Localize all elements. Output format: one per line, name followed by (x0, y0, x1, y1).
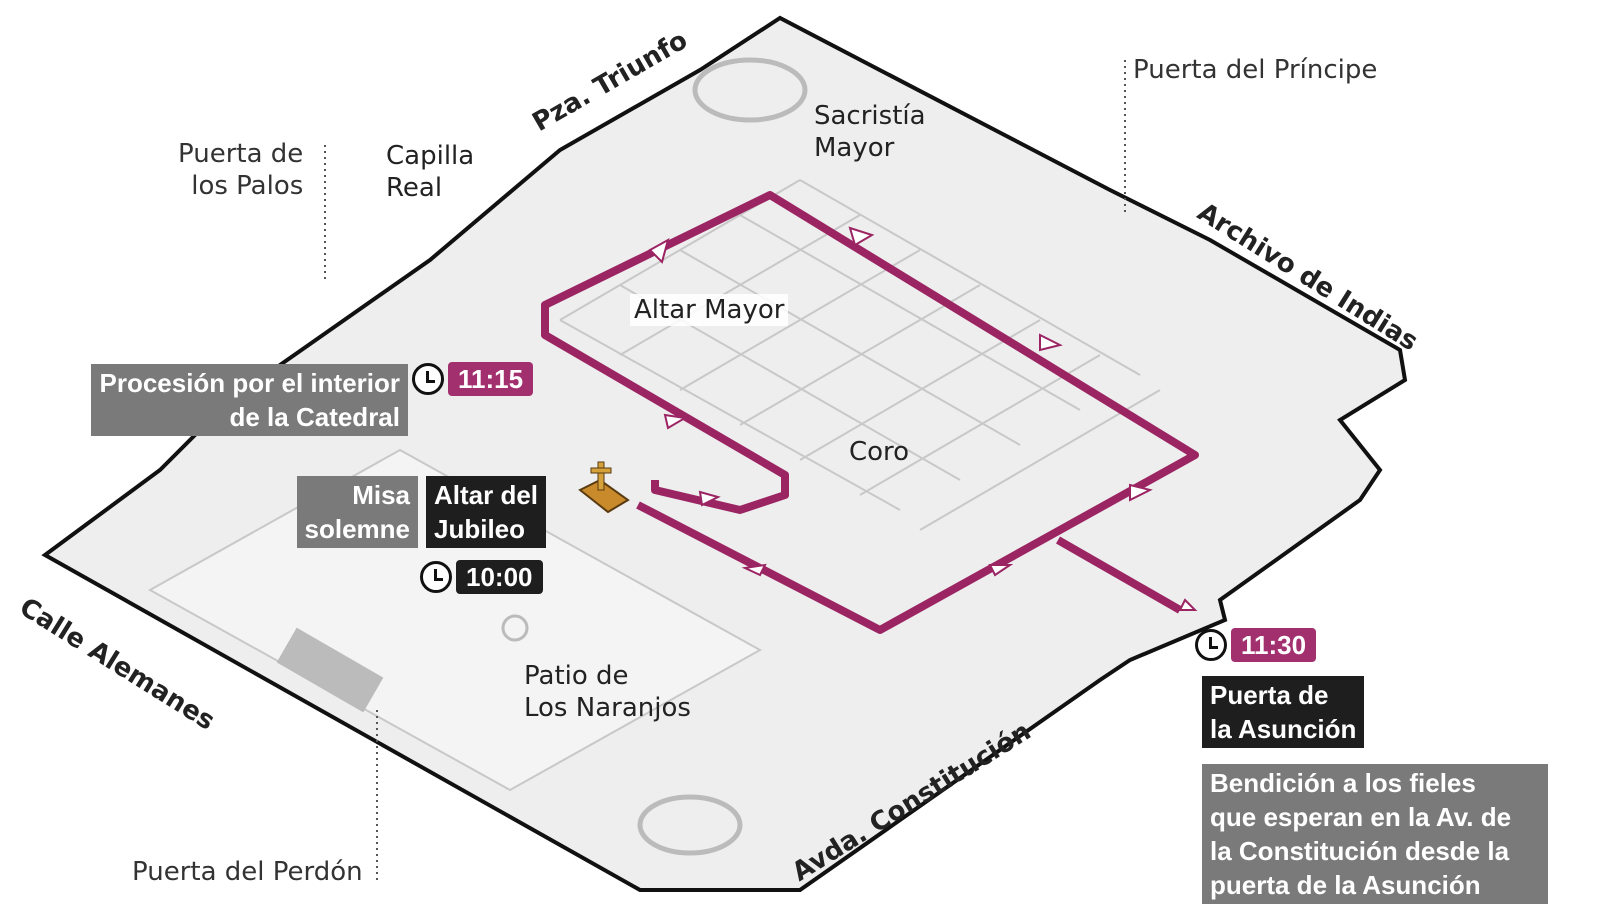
door-puerta-palos: Puerta de los Palos (178, 139, 304, 201)
place-patio-naranjos: Patio de Los Naranjos (524, 661, 691, 723)
procession-route (541, 191, 1199, 634)
door-puerta-principe: Puerta del Príncipe (1133, 55, 1378, 85)
asuncion-time: 11:30 (1195, 628, 1317, 662)
altar-cross-icon (578, 461, 630, 514)
misa-time: 10:00 (420, 560, 543, 594)
route-arrows (648, 226, 1198, 611)
asuncion-time-value: 11:30 (1231, 628, 1317, 662)
procesion-time: 11:15 (412, 362, 534, 396)
misa-label: Misa solemne (296, 476, 418, 548)
place-coro: Coro (849, 437, 910, 467)
misa-place: Altar del Jubileo (426, 476, 547, 548)
asuncion-place: Puerta de la Asunción (1202, 676, 1365, 748)
door-leader-lines (324, 60, 1126, 880)
place-capilla-real: Capilla Real (382, 140, 479, 204)
procesion-label: Procesión por el interior de la Catedral (91, 364, 408, 436)
asuncion-description: Bendición a los fieles que esperan en la… (1202, 764, 1548, 904)
clock-icon (420, 561, 452, 593)
place-altar-mayor: Altar Mayor (630, 294, 789, 326)
door-puerta-perdon: Puerta del Perdón (132, 857, 363, 887)
misa-time-value: 10:00 (456, 560, 543, 594)
place-sacristia-mayor: Sacristía Mayor (814, 101, 926, 163)
clock-icon (412, 363, 444, 395)
clock-icon (1195, 629, 1227, 661)
procesion-time-value: 11:15 (448, 362, 534, 396)
